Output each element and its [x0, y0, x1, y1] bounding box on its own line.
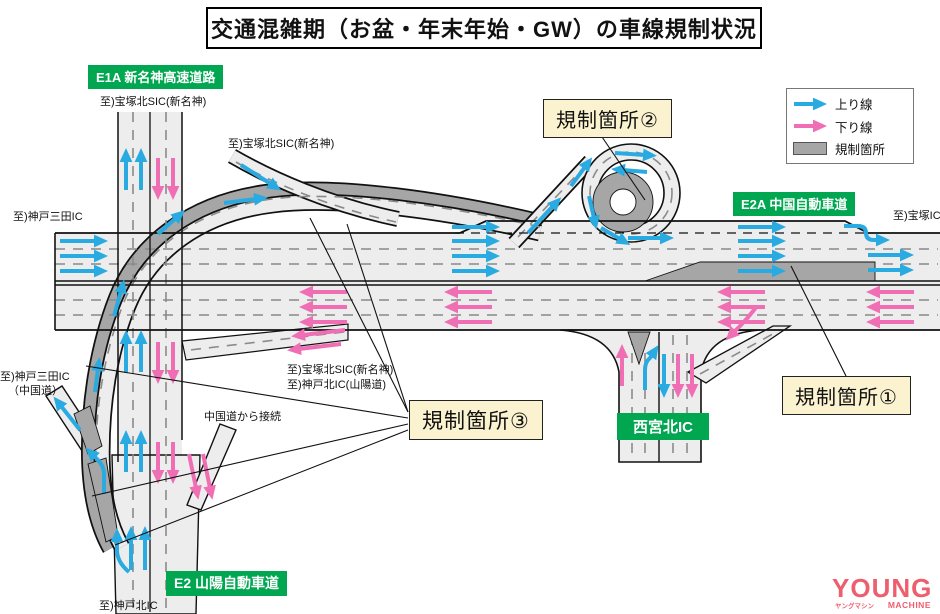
legend-row-restricted: 規制箇所 — [793, 139, 907, 158]
page-title: 交通混雑期（お盆・年末年始・GW）の車線規制状況 — [206, 7, 762, 49]
legend-restricted-label: 規制箇所 — [835, 142, 886, 157]
callout-pointer-lines — [85, 133, 847, 546]
dest-takarazuka-kita-sic-top: 至)宝塚北SIC(新名神) — [100, 96, 207, 108]
legend-up-line-label: 上り線 — [835, 98, 873, 113]
label-chugoku-connect: 中国道から接続 — [204, 411, 281, 423]
badge-nishinomiya-kita-ic: 西宮北IC — [617, 413, 709, 440]
restricted-zone-junction-wedge — [627, 331, 651, 366]
dest-kobe-sanda-ic: 至)神戸三田IC — [13, 211, 83, 223]
young-machine-logo: YOUNG ヤングマシン MACHINE — [832, 575, 934, 611]
down-line-arrows — [151, 158, 914, 500]
dest-kobe-sanda-ic-chugoku-line1: 至)神戸三田IC — [0, 371, 70, 383]
road-fills — [45, 112, 940, 614]
legend-row-up-line: 上り線 — [793, 94, 907, 113]
callout-restricted-2: 規制箇所② — [543, 99, 672, 138]
down-line-arrow-icon — [793, 120, 827, 132]
dest-takarazuka-ic: 至)宝塚IC — [893, 210, 940, 222]
dest-kobe-kita-ic-sanyo: 至)神戸北IC(山陽道) — [287, 379, 386, 391]
callout-restricted-1: 規制箇所① — [782, 376, 911, 415]
restricted-zone-swatch — [793, 141, 827, 155]
legend: 上り線 下り線 規制箇所 — [786, 88, 914, 164]
dest-kobe-kita-ic: 至)神戸北IC — [99, 600, 158, 612]
badge-e1a-shinmeishin: E1A 新名神高速道路 — [88, 65, 224, 89]
restricted-zone-2-loop-inner — [592, 171, 654, 233]
logo-katakana-text: ヤングマシン — [835, 603, 874, 610]
restricted-zone-merge-west-a — [73, 405, 103, 455]
dest-takarazuka-kita-sic-mid: 至)宝塚北SIC(新名神) — [228, 138, 335, 150]
up-line-arrow-icon — [793, 97, 827, 110]
logo-young-text: YOUNG — [832, 573, 933, 603]
logo-machine-text: MACHINE — [887, 600, 931, 610]
badge-e2a-chugoku: E2A 中国自動車道 — [733, 192, 856, 216]
badge-e2-sanyo: E2 山陽自動車道 — [166, 571, 288, 596]
callout-restricted-3: 規制箇所③ — [409, 400, 543, 440]
legend-row-down-line: 下り線 — [793, 117, 907, 136]
legend-down-line-label: 下り線 — [835, 120, 873, 135]
dest-takarazuka-kita-sic-exit: 至)宝塚北SIC(新名神) — [287, 364, 394, 376]
up-line-arrows — [53, 148, 914, 574]
dest-kobe-sanda-ic-chugoku-line2: （中国道） — [8, 385, 63, 397]
